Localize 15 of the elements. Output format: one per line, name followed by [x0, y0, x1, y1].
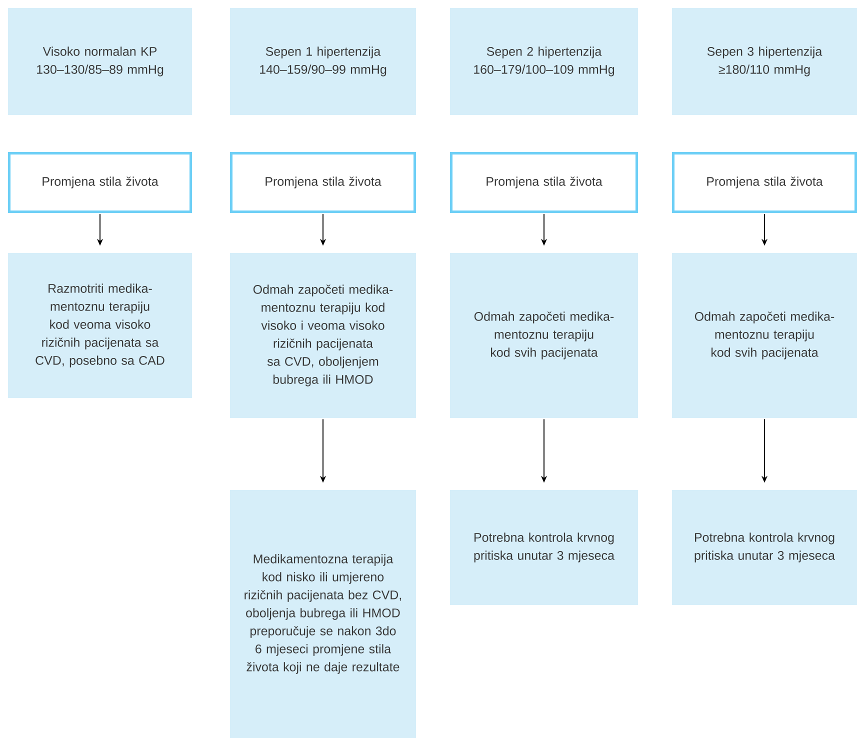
therapy-box: Potrebna kontrola krvnog pritiska unutar 3 mjeseca — [672, 490, 857, 605]
stage-box: Sepen 3 hipertenzija ≥180/110 mmHg — [672, 8, 857, 115]
therapy-box: Potrebna kontrola krvnog pritiska unutar 3 mjeseca — [450, 490, 638, 605]
therapy-box: Razmotriti medika- mentoznu terapiju kod veoma visoko rizičnih pacijenata sa CVD, posebno sa CAD — [8, 253, 192, 398]
lifestyle-box: Promjena stila života — [230, 152, 416, 213]
lifestyle-box: Promjena stila života — [672, 152, 857, 213]
therapy-box: Odmah započeti medika- mentoznu terapiju kod svih pacijenata — [672, 253, 857, 418]
lifestyle-box: Promjena stila života — [450, 152, 638, 213]
stage-box: Sepen 1 hipertenzija 140–159/90–99 mmHg — [230, 8, 416, 115]
stage-box: Sepen 2 hipertenzija 160–179/100–109 mmHg — [450, 8, 638, 115]
stage-box: Visoko normalan KP 130–130/85–89 mmHg — [8, 8, 192, 115]
lifestyle-box: Promjena stila života — [8, 152, 192, 213]
therapy-box: Medikamentozna terapija kod nisko ili umjereno rizičnih pacijenata bez CVD, oboljenja bubrega ili HMOD preporučuje se nakon 3do 6 mjeseci promjene stila života koji ne daje rezultate — [230, 490, 416, 738]
therapy-box: Odmah započeti medika- mentoznu terapiju kod svih pacijenata — [450, 253, 638, 418]
therapy-box: Odmah započeti medika- mentoznu terapiju kod visoko i veoma visoko rizičnih pacijenata sa CVD, oboljenjem bubrega ili HMOD — [230, 253, 416, 418]
